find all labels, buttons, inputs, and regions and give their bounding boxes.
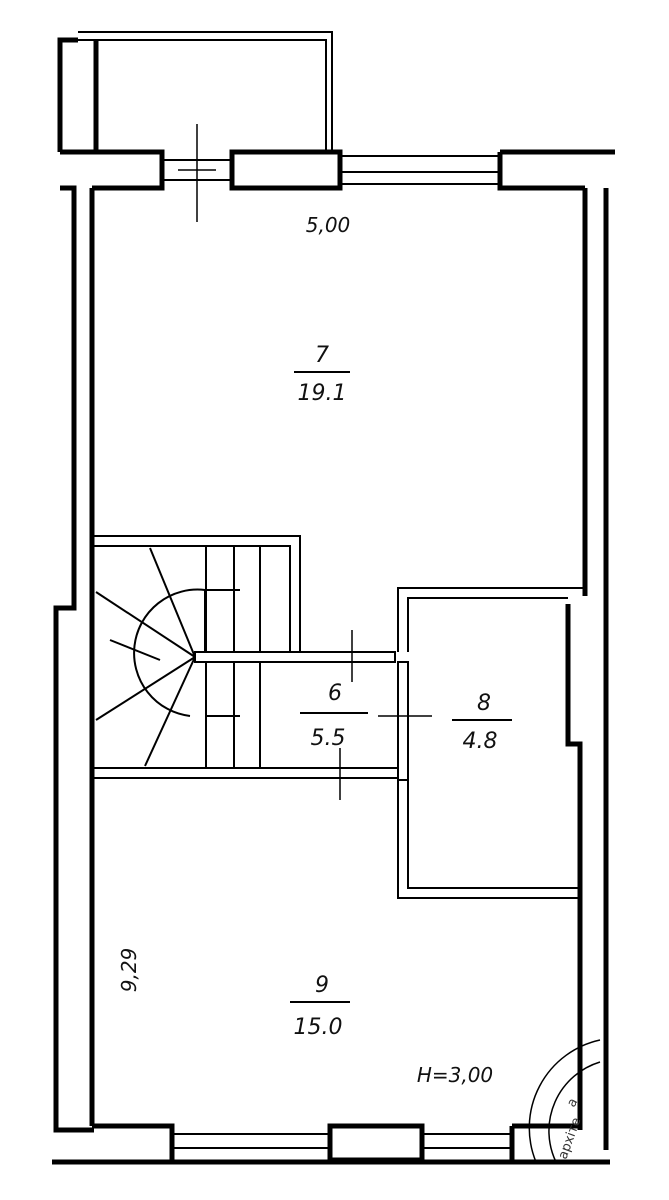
room-area: 15.0: [294, 1015, 343, 1040]
top-wall: [60, 149, 615, 191]
room-label-6: 6 5.5: [300, 681, 368, 751]
stamp: а архіте: [528, 1039, 601, 1163]
room-label-7: 7 19.1: [294, 343, 350, 406]
door-marker-icon: [178, 124, 216, 222]
ceiling-height: H=3,00: [417, 1063, 493, 1087]
right-wall: [565, 188, 609, 1150]
room-number: 8: [477, 691, 491, 716]
room-number: 6: [328, 681, 342, 706]
room-label-9: 9 15.0: [290, 973, 350, 1040]
room-8-walls: [397, 587, 586, 899]
left-wall: [53, 185, 95, 1133]
room-6-walls: [300, 767, 398, 779]
room-number: 7: [315, 343, 329, 368]
room-area: 19.1: [298, 381, 347, 406]
length-dimension: 9,29: [117, 948, 141, 993]
bottom-wall: [52, 1123, 610, 1165]
stamp-text-2: архіте: [556, 1116, 585, 1162]
width-dimension: 5,00: [306, 213, 351, 237]
staircase: [92, 535, 396, 779]
room-label-8: 8 4.8: [452, 691, 512, 754]
room-area: 4.8: [463, 729, 498, 754]
room-area: 5.5: [311, 726, 346, 751]
room-number: 9: [315, 973, 329, 998]
balcony: [57, 31, 333, 152]
